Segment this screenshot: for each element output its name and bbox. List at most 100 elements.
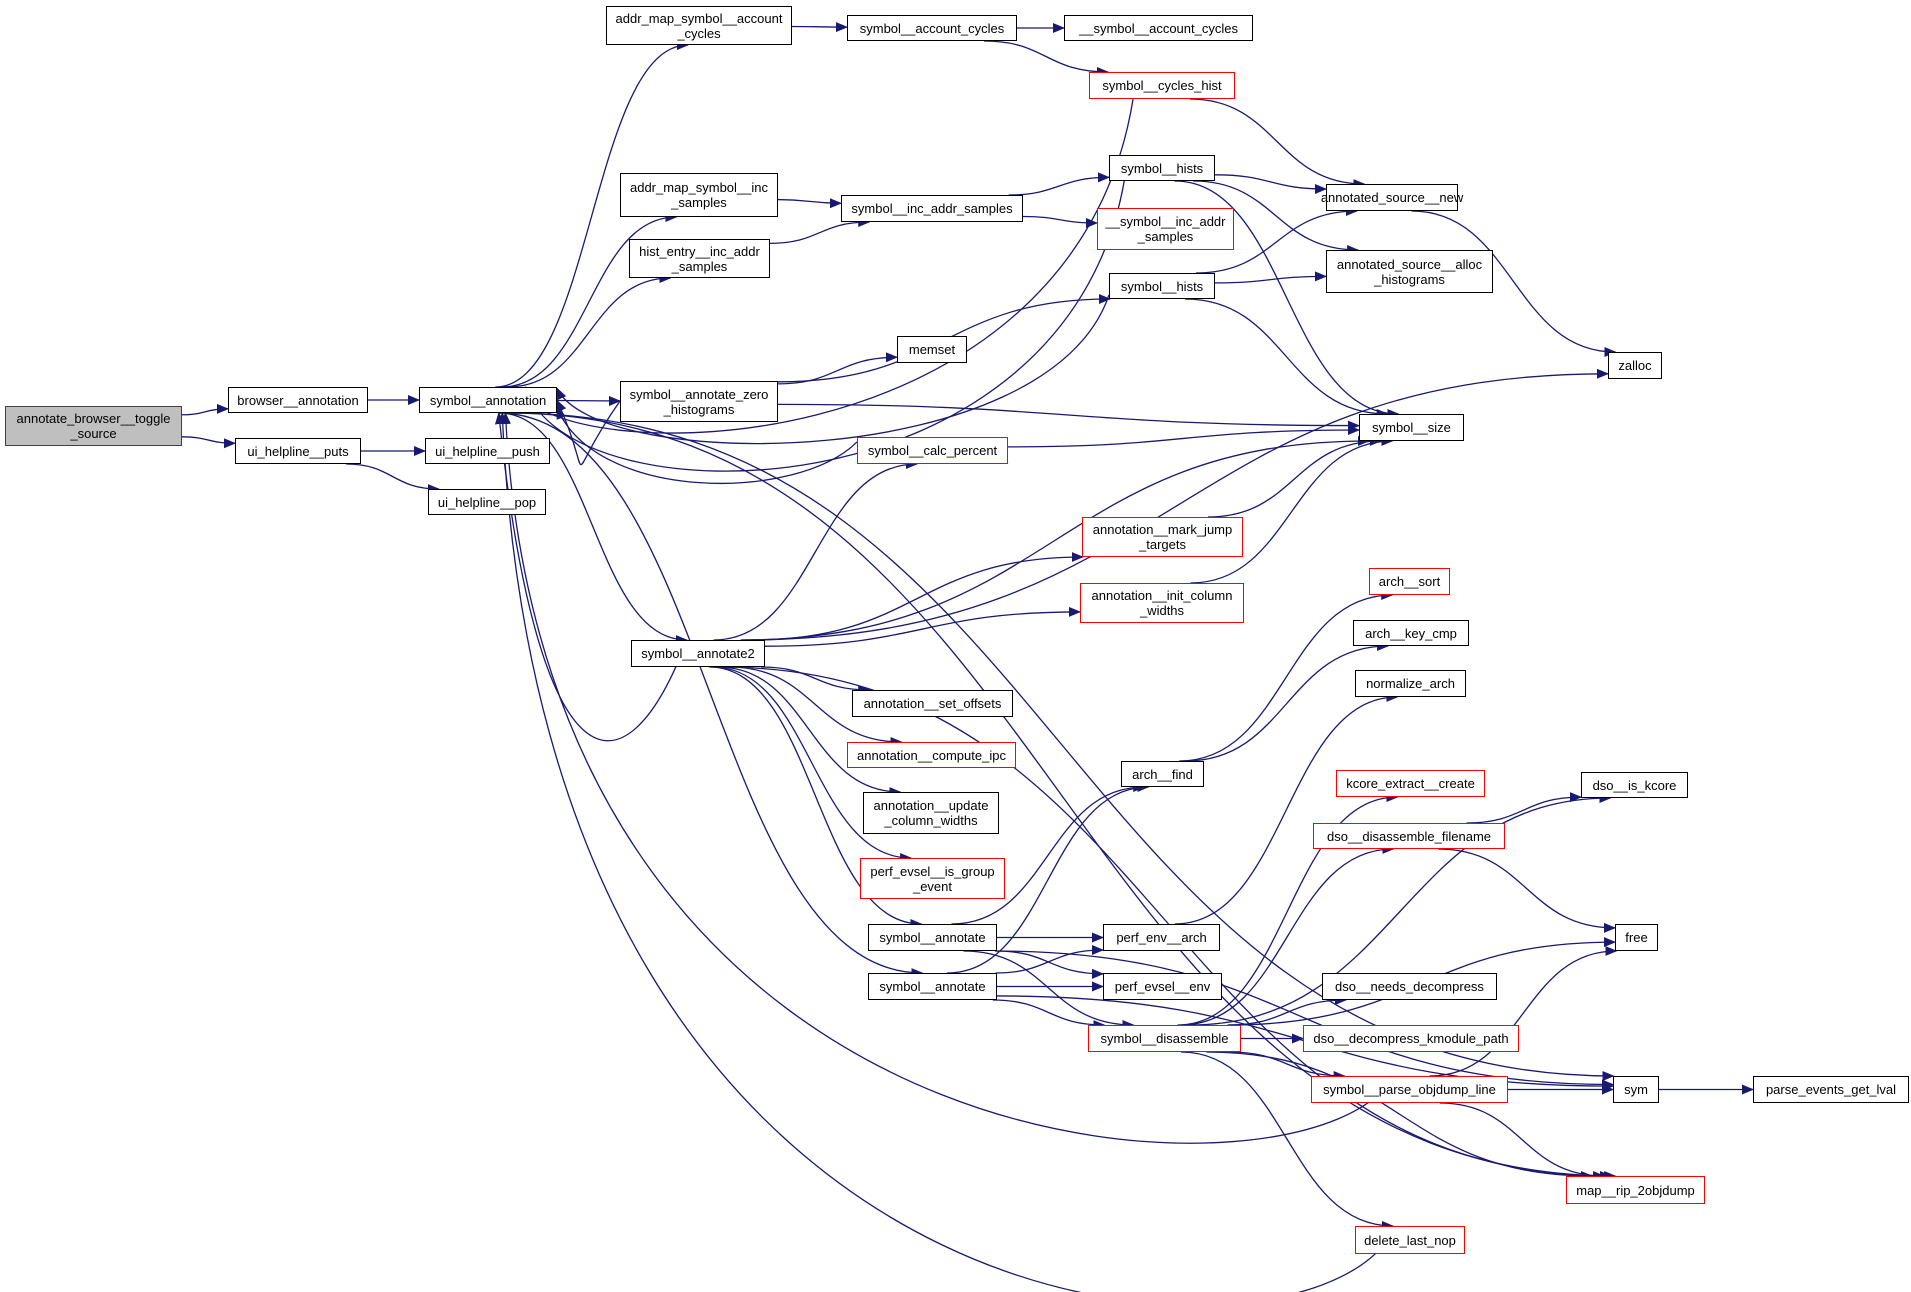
edge-symbol-calc-percent-to-symbol-annotation <box>556 406 858 485</box>
node-dso-decompress-kmodule-path[interactable]: dso__decompress_kmodule_path <box>1303 1025 1519 1052</box>
node-delete-last-nop[interactable]: delete_last_nop <box>1355 1226 1465 1254</box>
node-symbol-annotate2[interactable]: symbol__annotate2 <box>631 640 765 667</box>
node-map-rip-2objdump[interactable]: map__rip_2objdump <box>1566 1176 1705 1204</box>
edge-symbol-hists-1-to-annotated-source-new <box>1214 174 1327 195</box>
node-addr-map-symbol-account-cycles[interactable]: addr_map_symbol__account _cycles <box>606 6 792 45</box>
edge-symbol-disassemble-to-dso-is-kcore <box>1189 793 1612 1026</box>
node-annotation-update-column-widths[interactable]: annotation__update _column_widths <box>863 792 999 834</box>
node-symbol-account-cycles[interactable]: __symbol__account_cycles <box>1064 15 1253 41</box>
node-symbol-cycles-hist[interactable]: symbol__cycles_hist <box>1089 72 1235 99</box>
edge-symbol-parse-objdump-line-to-free <box>1429 946 1618 1077</box>
edge-symbol-annotate-zero-histograms-to-memset <box>777 352 898 385</box>
edge-symbol-hists-1-to-annotated-source-alloc-histograms <box>1193 180 1360 255</box>
edge-delete-last-nop-to-symbol-annotation <box>497 412 1396 1292</box>
edge-symbol-disassemble-to-dso-needs-decompress <box>1228 995 1347 1026</box>
edge-symbol-annotate2-to-perf-evsel-is-group-event <box>712 666 913 863</box>
node-symbol-parse-objdump-line[interactable]: symbol__parse_objdump_line <box>1311 1076 1508 1103</box>
edge-symbol-annotation-to-symbol-annotate2 <box>498 412 688 645</box>
edge-symbol-annotation-to-hist-entry-inc-addr-samples <box>507 273 672 388</box>
node-symbol-disassemble[interactable]: symbol__disassemble <box>1088 1025 1241 1052</box>
edge-symbol-annotation-to-addr-map-symbol-account-cycles <box>495 40 690 388</box>
node-dso-needs-decompress[interactable]: dso__needs_decompress <box>1322 973 1497 1000</box>
node-arch-key-cmp[interactable]: arch__key_cmp <box>1353 620 1469 646</box>
edge-symbol-account-cycles-to-symbol-cycles-hist <box>983 40 1109 77</box>
edge-symbol-annotate2-to-annotation-mark-jump-targets <box>751 552 1084 641</box>
edge-symbol-disassemble-to-map-rip-2objdump <box>1206 1051 1593 1181</box>
edge-symbol-disassemble-to-kcore-extract-create <box>1177 792 1399 1026</box>
edge-symbol-annotate2-to-symbol-calc-percent <box>713 459 918 641</box>
node-ui-helpline-pop[interactable]: ui_helpline__pop <box>428 489 546 515</box>
edge-symbol-inc-addr-samples-to-symbol-hists-1 <box>1008 172 1110 196</box>
node-symbol-inc-addr-samples[interactable]: __symbol__inc_addr _samples <box>1097 208 1234 250</box>
edge-symbol-annotate2-to-symbol-annotate-1 <box>709 666 923 929</box>
node-annotation-mark-jump-targets[interactable]: annotation__mark_jump _targets <box>1082 517 1243 557</box>
edge-arch-find-to-arch-sort <box>1179 590 1394 762</box>
node-symbol-hists-2[interactable]: symbol__hists <box>1109 273 1215 299</box>
node-symbol-annotation[interactable]: symbol__annotation <box>419 387 557 413</box>
node-addr-map-symbol-inc-samples[interactable]: addr_map_symbol__inc _samples <box>620 173 778 217</box>
node-perf-env-arch[interactable]: perf_env__arch <box>1103 924 1220 951</box>
edge-dso-disassemble-filename-to-free <box>1438 848 1616 933</box>
edge-symbol-annotate-1-to-perf-evsel-env <box>995 950 1104 979</box>
edge-symbol-disassemble-to-delete-last-nop <box>1180 1051 1394 1231</box>
edge-symbol-annotate-1-to-arch-find <box>951 782 1146 925</box>
node-perf-evsel-is-group-event[interactable]: perf_evsel__is_group _event <box>860 858 1005 899</box>
node-arch-sort[interactable]: arch__sort <box>1369 568 1450 595</box>
edge-annotate-browser-toggle-source-to-browser-annotation <box>181 403 229 416</box>
node-symbol-inc-addr-samples[interactable]: symbol__inc_addr_samples <box>841 195 1023 222</box>
node-dso-disassemble-filename[interactable]: dso__disassemble_filename <box>1313 823 1505 849</box>
node-annotated-source-alloc-histograms[interactable]: annotated_source__alloc _histograms <box>1326 250 1493 293</box>
node-dso-is-kcore[interactable]: dso__is_kcore <box>1581 772 1688 798</box>
node-annotation-init-column-widths[interactable]: annotation__init_column _widths <box>1080 583 1244 623</box>
node-zalloc[interactable]: zalloc <box>1608 352 1662 379</box>
node-symbol-hists-1[interactable]: symbol__hists <box>1109 155 1215 181</box>
node-free[interactable]: free <box>1615 924 1658 951</box>
edge-symbol-inc-addr-samples-to-symbol-inc-addr-samples <box>1022 215 1098 228</box>
edge-addr-map-symbol-account-cycles-to-symbol-account-cycles <box>791 22 848 33</box>
edge-symbol-annotate2-to-annotation-set-offsets <box>761 666 871 695</box>
node-perf-evsel-env[interactable]: perf_evsel__env <box>1103 973 1222 1000</box>
edge-symbol-hists-1-to-symbol-annotation <box>524 180 1125 472</box>
node-symbol-account-cycles[interactable]: symbol__account_cycles <box>847 15 1017 41</box>
edge-symbol-annotate-2-to-symbol-disassemble <box>992 999 1106 1030</box>
node-symbol-calc-percent[interactable]: symbol__calc_percent <box>857 437 1008 464</box>
edge-symbol-annotate-2-to-arch-find <box>947 782 1150 974</box>
edge-annotate-browser-toggle-source-to-ui-helpline-puts <box>181 436 236 449</box>
edge-symbol-hists-2-to-symbol-size <box>1184 298 1389 419</box>
edge-annotation-init-column-widths-to-symbol-size <box>1190 436 1394 584</box>
node-sym[interactable]: sym <box>1613 1076 1659 1103</box>
node-arch-find[interactable]: arch__find <box>1121 761 1204 787</box>
edge-symbol-annotate2-to-zalloc <box>741 368 1609 641</box>
node-browser-annotation[interactable]: browser__annotation <box>228 387 368 413</box>
edge-symbol-parse-objdump-line-to-symbol-annotation <box>500 412 1393 1144</box>
node-hist-entry-inc-addr-samples[interactable]: hist_entry__inc_addr _samples <box>629 239 770 278</box>
node-annotation-compute-ipc[interactable]: annotation__compute_ipc <box>847 742 1016 768</box>
edge-symbol-hists-2-to-annotated-source-new <box>1195 206 1358 274</box>
node-ui-helpline-push[interactable]: ui_helpline__push <box>425 438 550 464</box>
node-symbol-annotate-1[interactable]: symbol__annotate <box>868 924 997 951</box>
edge-symbol-disassemble-to-symbol-parse-objdump-line <box>1229 1051 1346 1081</box>
node-annotation-set-offsets[interactable]: annotation__set_offsets <box>852 690 1013 717</box>
node-memset[interactable]: memset <box>897 336 967 363</box>
edge-ui-helpline-puts-to-ui-helpline-pop <box>346 463 440 494</box>
node-kcore-extract-create[interactable]: kcore_extract__create <box>1336 770 1485 797</box>
edge-symbol-calc-percent-to-symbol-size <box>1007 425 1360 448</box>
node-symbol-annotate-zero-histograms[interactable]: symbol__annotate_zero _histograms <box>620 381 778 422</box>
node-ui-helpline-puts[interactable]: ui_helpline__puts <box>235 438 361 464</box>
node-normalize-arch[interactable]: normalize_arch <box>1355 670 1466 697</box>
edge-symbol-annotate-1-to-symbol-disassemble <box>963 950 1135 1030</box>
edge-symbol-annotate2-to-symbol-annotation <box>494 412 688 742</box>
edge-symbol-hists-2-to-symbol-annotation <box>556 294 1110 445</box>
edge-symbol-annotate2-to-annotation-update-column-widths <box>717 666 902 797</box>
node-parse-events-get-lval[interactable]: parse_events_get_lval <box>1753 1076 1909 1103</box>
edge-symbol-annotate-2-to-perf-env-arch <box>995 945 1104 974</box>
edge-symbol-annotation-to-addr-map-symbol-inc-samples <box>501 212 678 388</box>
edge-symbol-annotate2-to-annotation-compute-ipc <box>729 666 903 747</box>
edge-annotation-mark-jump-targets-to-symbol-size <box>1207 436 1382 518</box>
edge-symbol-disassemble-to-dso-disassemble-filename <box>1180 844 1395 1026</box>
node-symbol-size[interactable]: symbol__size <box>1359 414 1464 441</box>
node-symbol-annotate-2[interactable]: symbol__annotate <box>868 973 997 1000</box>
node-annotate-browser-toggle-source: annotate_browser__toggle _source <box>5 406 182 446</box>
edge-addr-map-symbol-inc-samples-to-symbol-inc-addr-samples <box>777 198 842 209</box>
node-annotated-source-new[interactable]: annotated_source__new <box>1321 184 1463 211</box>
